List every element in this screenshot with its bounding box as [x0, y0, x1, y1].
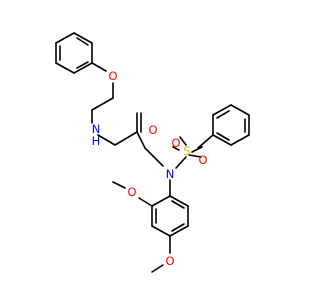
phenyl-ring — [212, 104, 250, 146]
molecule-diagram: O N H O N S O O O O — [55, 32, 250, 273]
amide-nitrogen-label: N — [92, 122, 101, 136]
sulfonyl-oxygen-1-label: O — [171, 136, 180, 150]
ethoxy-linker — [91, 62, 114, 124]
sulfonamide-nitrogen-label: N — [166, 167, 175, 181]
methoxy-4 — [151, 235, 171, 273]
sulfonyl-group — [172, 134, 214, 169]
amide-hydrogen-label: H — [92, 134, 101, 148]
methoxy-oxygen-1-label: O — [127, 185, 136, 199]
methoxy-oxygen-2-label: O — [165, 254, 174, 268]
dimethoxyphenyl-ring — [151, 195, 189, 237]
phenoxy-ring — [55, 32, 93, 74]
structure-svg: O N H O N S O O O O — [55, 32, 250, 273]
sulfur-label: S — [183, 144, 190, 158]
ether-oxygen-label: O — [108, 69, 117, 83]
methoxy-2 — [112, 181, 153, 207]
sulfonyl-oxygen-2-label: O — [198, 153, 207, 167]
amide-group — [97, 112, 164, 167]
carbonyl-oxygen-label: O — [148, 123, 157, 137]
